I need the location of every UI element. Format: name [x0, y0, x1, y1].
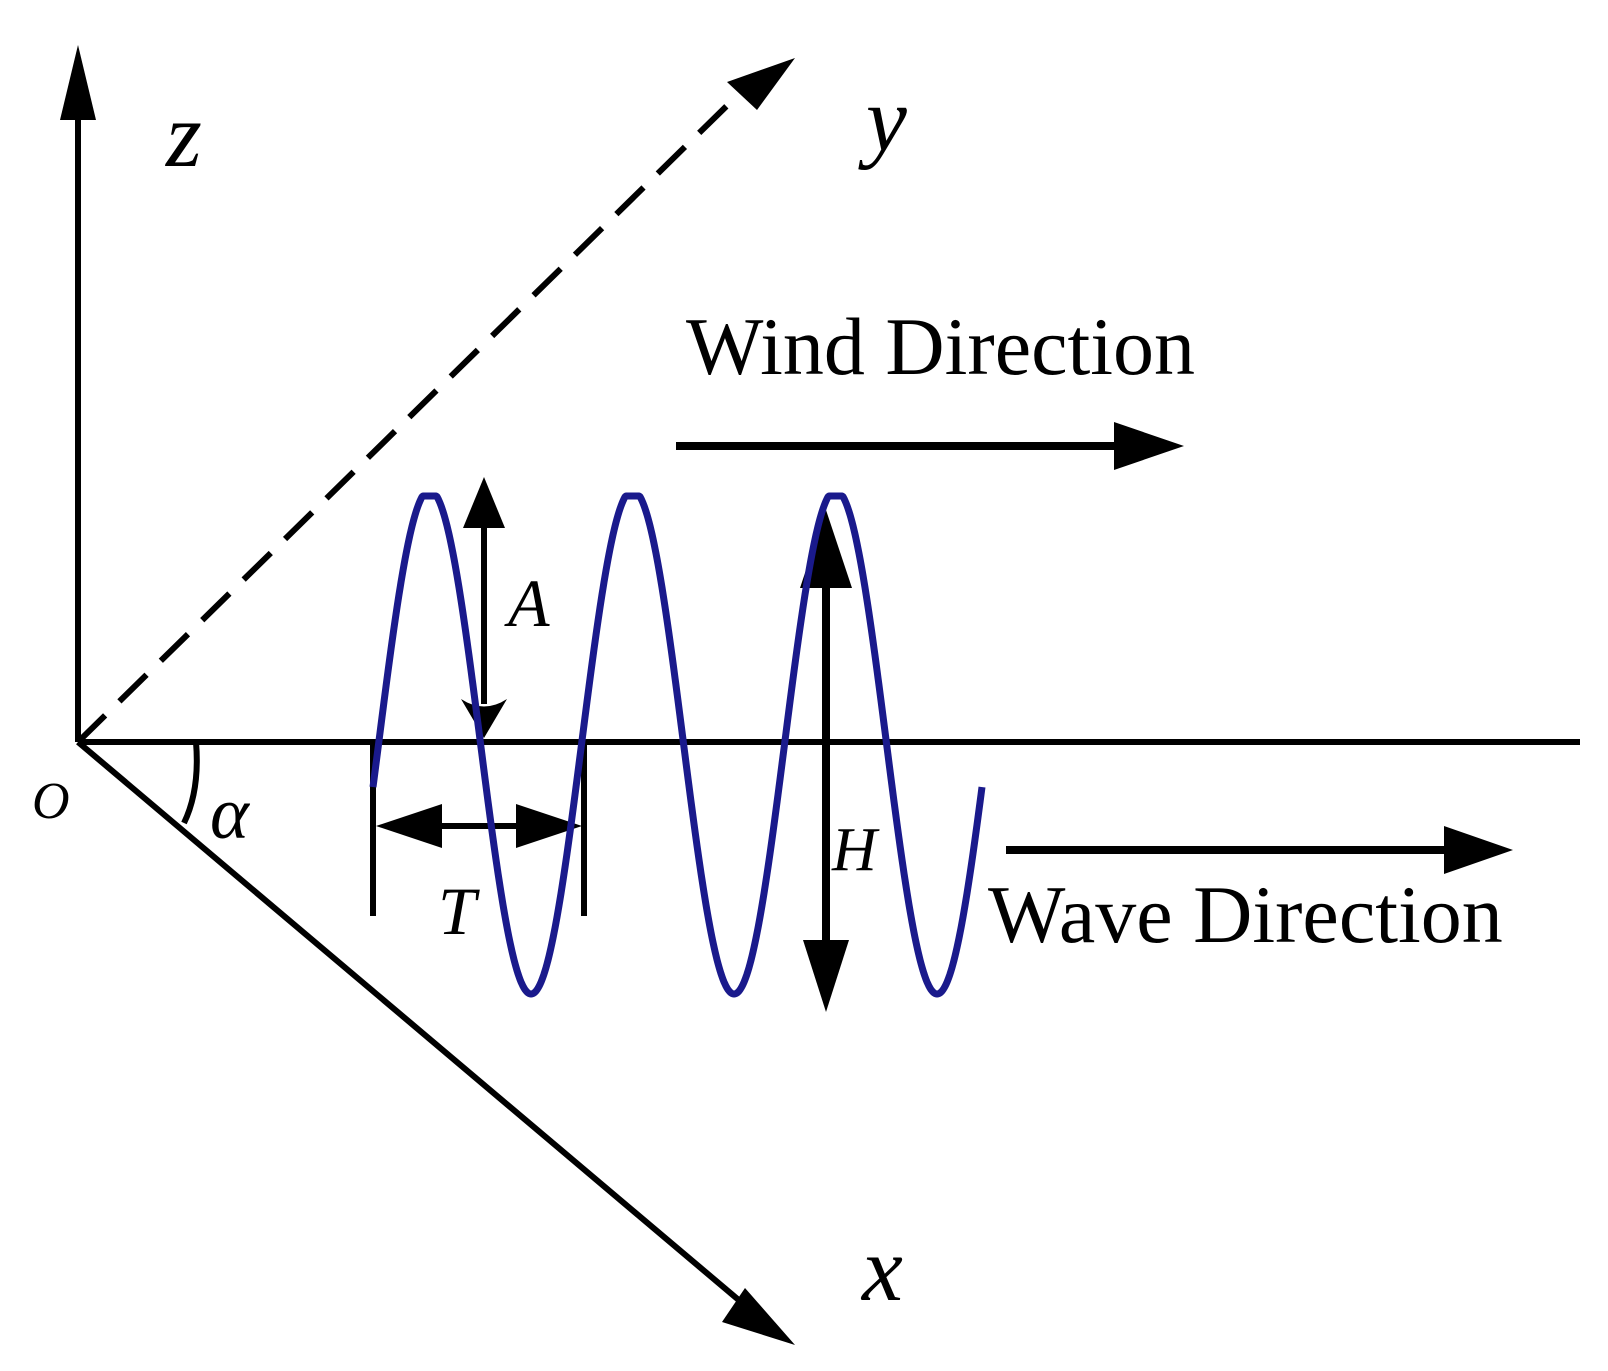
wave-curve [369, 492, 986, 998]
y-axis-label: y [858, 68, 907, 170]
angle-arc [181, 741, 200, 825]
wind-direction-label: Wind Direction [686, 301, 1195, 392]
angle-label: α [210, 773, 251, 855]
wave-direction-arrow [1006, 826, 1513, 874]
origin-label: O [32, 773, 70, 830]
wave-direction-label: Wave Direction [988, 869, 1503, 960]
period-arrow [376, 804, 582, 848]
z-axis [60, 45, 96, 742]
x-axis [76, 739, 795, 1345]
height-arrow [800, 510, 852, 1012]
amplitude-arrow [461, 477, 507, 738]
z-axis-label: z [164, 84, 202, 186]
amplitude-label: A [504, 565, 550, 641]
wind-direction-arrow [676, 422, 1184, 470]
period-label: T [438, 873, 480, 949]
x-axis-label: x [860, 1218, 903, 1320]
y-axis [75, 58, 795, 745]
height-label: H [831, 816, 880, 884]
